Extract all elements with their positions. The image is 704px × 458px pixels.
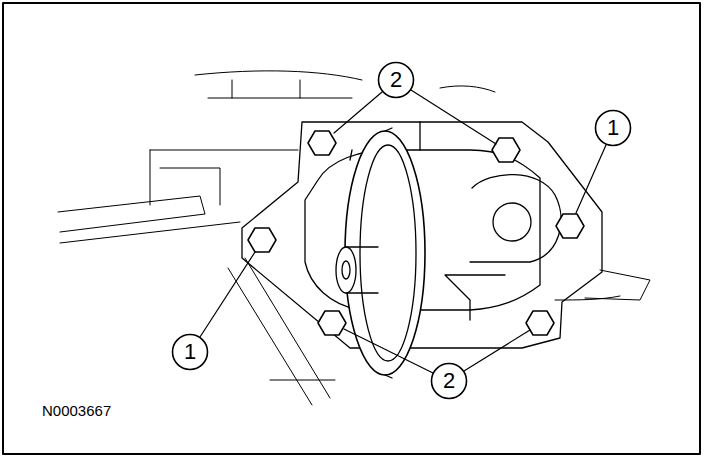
pulley-hub: [336, 247, 378, 293]
pulley: [345, 128, 425, 378]
callout-ring: [173, 335, 208, 370]
callout-number: 1: [184, 341, 196, 363]
callout-number: 1: [607, 117, 619, 139]
callout-circle: 1: [171, 333, 209, 371]
background-engine: [58, 71, 650, 405]
callout-ring: [379, 63, 414, 98]
reservoir-boss: [470, 175, 561, 262]
frame-border: [3, 3, 700, 454]
callout-number: 2: [443, 370, 455, 392]
callout-ring: [596, 111, 631, 146]
figure-code: N0003667: [42, 402, 111, 419]
leader-lines: [200, 90, 606, 373]
callout-circle: 2: [430, 362, 468, 400]
callout-circle: 1: [594, 109, 632, 147]
callout-ring: [432, 364, 467, 399]
callout-number: 2: [390, 69, 402, 91]
callout-circle: 2: [377, 61, 415, 99]
bolt-heads: [248, 131, 584, 335]
